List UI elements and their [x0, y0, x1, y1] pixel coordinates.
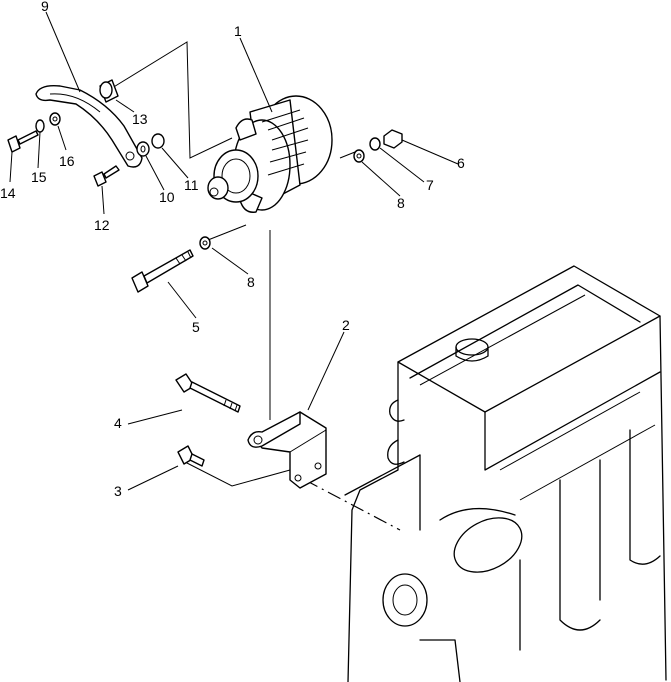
leader-lines [9, 11, 459, 491]
callout-6: 6 [457, 155, 465, 171]
callout-9: 9 [41, 0, 49, 14]
callout-10: 10 [159, 189, 175, 205]
callout-7: 7 [426, 177, 434, 193]
callout-4: 4 [114, 415, 122, 431]
callout-5: 5 [192, 319, 200, 335]
alternator [207, 95, 333, 213]
engine-block [344, 265, 667, 682]
bracket-bolts [175, 373, 241, 467]
callout-labels: 1 2 3 4 5 6 7 8 8 9 10 11 12 13 14 15 16 [0, 0, 465, 499]
callout-11: 11 [184, 177, 199, 193]
callout-14: 14 [0, 185, 16, 201]
callout-16: 16 [59, 153, 75, 169]
callout-15: 15 [31, 169, 47, 185]
hardware [7, 79, 403, 293]
callout-8-upper: 8 [397, 195, 405, 211]
callout-1: 1 [234, 23, 242, 39]
callout-13: 13 [132, 111, 148, 127]
callout-8-lower: 8 [247, 274, 255, 290]
callout-12: 12 [94, 217, 110, 233]
callout-3: 3 [114, 483, 122, 499]
alternator-bracket [247, 411, 327, 489]
callout-2: 2 [342, 317, 350, 333]
adjusting-arm [35, 84, 143, 168]
